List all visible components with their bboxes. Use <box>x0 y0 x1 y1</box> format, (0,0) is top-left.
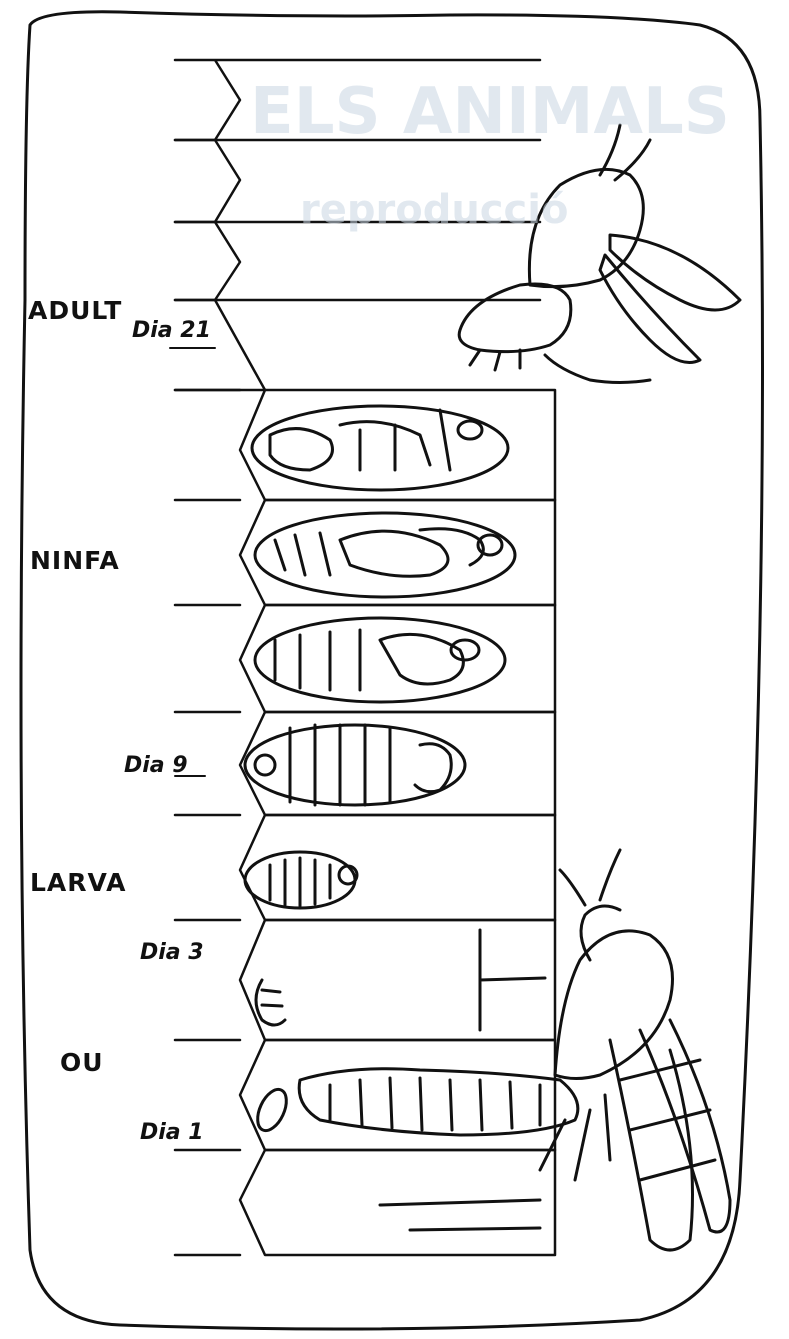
label-dia-21: Dia 21 <box>132 320 211 342</box>
larva-illustration <box>245 852 357 908</box>
comb-cells <box>175 60 555 1255</box>
label-dia-9: Dia 9 <box>124 755 188 777</box>
pupa-illustration-1 <box>255 618 505 702</box>
label-ninfa: NINFA <box>30 548 120 573</box>
label-adult: ADULT <box>28 298 122 323</box>
pupa-illustration-3 <box>252 406 508 490</box>
adult-bee-emerging-illustration <box>459 125 740 383</box>
label-dia-1: Dia 1 <box>140 1122 204 1144</box>
prepupa-illustration <box>245 725 465 805</box>
label-dia-3: Dia 3 <box>140 942 204 964</box>
egg-illustration <box>252 1085 292 1135</box>
pupa-illustration-2 <box>255 513 515 597</box>
adult-bee-illustration <box>299 850 730 1250</box>
ghost-subtitle: reproducció <box>300 190 568 230</box>
small-larva-illustration <box>256 980 285 1025</box>
label-ou: OU <box>60 1050 104 1075</box>
label-larva: LARVA <box>30 870 127 895</box>
ghost-title: ELS ANIMALS <box>250 80 730 144</box>
